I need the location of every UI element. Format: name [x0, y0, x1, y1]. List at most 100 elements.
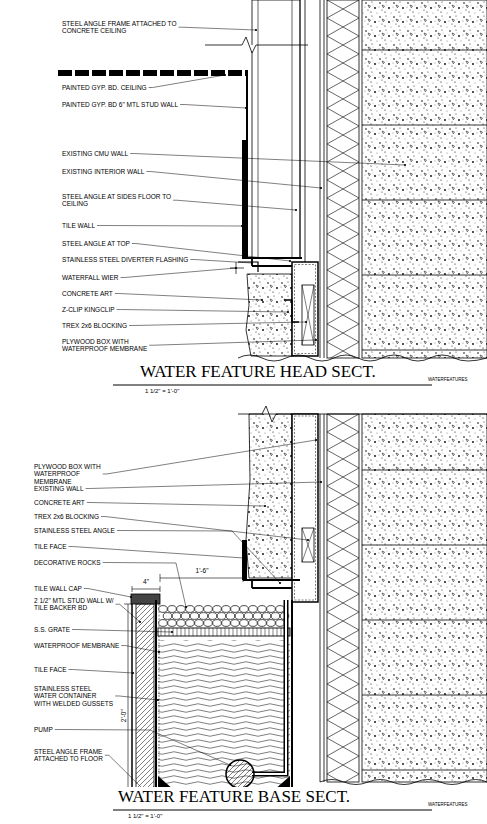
decorative-rock	[226, 613, 235, 620]
cmu-joint	[362, 695, 487, 696]
plywood-box	[292, 262, 318, 356]
leader-line	[190, 260, 252, 264]
leader-dot	[235, 267, 237, 269]
cmu-joint	[362, 350, 487, 351]
decorative-rock	[222, 620, 231, 627]
part-label: TREX 2x6 BLOCKING	[34, 513, 99, 520]
part-label: S.S. GRATE	[34, 626, 70, 633]
steel-angle-frame-inner	[258, 0, 292, 258]
decorative-rock	[276, 620, 285, 627]
leader-dot	[243, 557, 245, 559]
label-holder: EXISTING CMU WALL	[62, 150, 128, 157]
grate-bar	[161, 628, 162, 636]
label-holder: TILE WALL	[62, 222, 95, 229]
part-label: PAINTED GYP. BD 6" MTL STUD WALL	[62, 101, 178, 108]
decorative-rock	[208, 613, 217, 620]
leader-dot	[241, 225, 243, 227]
part-label: PAINTED GYP. BD. CEILING	[62, 84, 147, 91]
scale-note: 1 1/2" = 1'-0"	[145, 388, 179, 394]
decorative-rock	[249, 620, 258, 627]
leader-lines	[55, 27, 406, 797]
part-label: PLYWOOD BOX WITH WATERPROOF MEMBRANE	[34, 463, 101, 485]
leader-dot	[315, 439, 317, 441]
label-holder: Z-CLIP KINGCLIP	[62, 306, 115, 313]
label-holder: 1'-6"	[196, 567, 209, 574]
stud-wall	[300, 0, 305, 262]
grate-bar	[237, 628, 238, 636]
decorative-rock	[163, 613, 172, 620]
dimension: 4"	[143, 578, 149, 585]
waterproof-membrane	[295, 416, 316, 600]
leader-line	[120, 268, 236, 278]
leader-line	[69, 547, 244, 559]
grate-bar	[181, 628, 182, 636]
part-label: PLYWOOD BOX WITH WATERPROOF MEMBRANE	[62, 338, 147, 352]
leader-dot	[320, 187, 322, 189]
grate-bar	[249, 628, 250, 636]
label-holder: 1 1/2" = 1'-0"	[145, 388, 179, 395]
grate-bar	[277, 628, 278, 636]
leader-line	[116, 604, 140, 622]
leader-dot	[255, 29, 257, 31]
grate-bar	[245, 628, 246, 636]
tile-wall	[242, 140, 248, 258]
grate-bar	[265, 628, 266, 636]
decorative-rock	[213, 620, 222, 627]
label-holder: TILE WALL CAP	[34, 585, 82, 592]
concrete-art	[246, 274, 292, 356]
decorative-rock	[168, 620, 177, 627]
leader-line	[87, 503, 265, 507]
cmu-joint	[362, 620, 487, 621]
grate-bar	[189, 628, 190, 636]
grate-bar	[213, 628, 214, 636]
trex-blocking	[302, 528, 314, 562]
leader-line	[149, 340, 316, 345]
part-label: 2 1/2" MTL STUD WALL W/ TILE BACKER BD	[34, 597, 114, 611]
leader-dot	[305, 321, 307, 323]
section-title: WATER FEATURE HEAD SECT.	[140, 362, 376, 381]
grate-bar	[205, 628, 206, 636]
label-holder: WATER FEATURE BASE SECT.	[118, 788, 350, 807]
grate-bar	[273, 628, 274, 636]
sheet-tag: WATERFEATURES	[428, 377, 467, 382]
leader-dot	[139, 621, 141, 623]
dimension-line	[132, 586, 160, 592]
label-holder: WATER FEATURE HEAD SECT.	[140, 363, 376, 382]
leader-line	[173, 200, 296, 210]
cmu-joint	[362, 545, 487, 546]
leader-line	[117, 310, 288, 313]
part-label: EXISTING INTERIOR WALL	[62, 168, 144, 175]
part-label: TILE FACE	[34, 543, 67, 550]
grate-bar	[217, 628, 218, 636]
pump-pipe	[252, 600, 286, 774]
label-holder: WATERFEATURES	[428, 803, 467, 808]
trex-blocking	[302, 285, 314, 345]
part-label: TILE FACE	[34, 666, 67, 673]
leader-dot	[264, 505, 266, 507]
leader-dot	[171, 631, 173, 633]
part-label: STEEL ANGLE AT TOP	[62, 240, 130, 247]
part-label: STEEL ANGLE AT SIDES FLOOR TO CEILING	[62, 193, 171, 207]
water-container	[156, 600, 292, 792]
decorative-rock	[204, 606, 213, 613]
part-label: WATERPROOF MEMBRANE	[34, 642, 119, 649]
part-label: EXISTING WALL	[34, 485, 84, 492]
label-holder: CONCRETE ART	[34, 499, 85, 506]
grate-bar	[241, 628, 242, 636]
leader-line	[115, 696, 158, 700]
decorative-rock	[253, 613, 262, 620]
leader-dot	[251, 262, 253, 264]
label-holder: PUMP	[34, 726, 53, 733]
leader-line	[180, 105, 246, 109]
cmu-wall	[362, 414, 487, 782]
decorative-rock	[258, 620, 267, 627]
leader-line	[97, 225, 242, 227]
decorative-rock	[190, 613, 199, 620]
decorative-rock	[181, 613, 190, 620]
grate-bar	[197, 628, 198, 636]
decorative-rock	[267, 606, 276, 613]
leader-dot	[185, 606, 187, 608]
leader-line	[103, 440, 316, 474]
plywood-box	[292, 414, 318, 602]
part-label: CONCRETE ART	[34, 499, 85, 506]
